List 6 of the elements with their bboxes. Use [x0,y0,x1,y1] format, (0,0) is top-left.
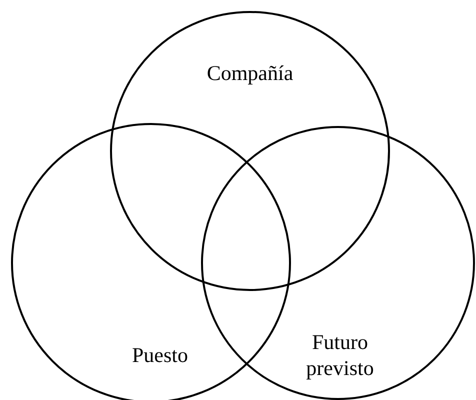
circle-label: Compañía [206,60,294,86]
venn-circle [11,123,291,400]
circle-label: Futuro previsto [305,328,375,382]
venn-circle [110,11,390,291]
venn-circle [201,126,475,400]
circle-label: Puesto [130,342,189,368]
